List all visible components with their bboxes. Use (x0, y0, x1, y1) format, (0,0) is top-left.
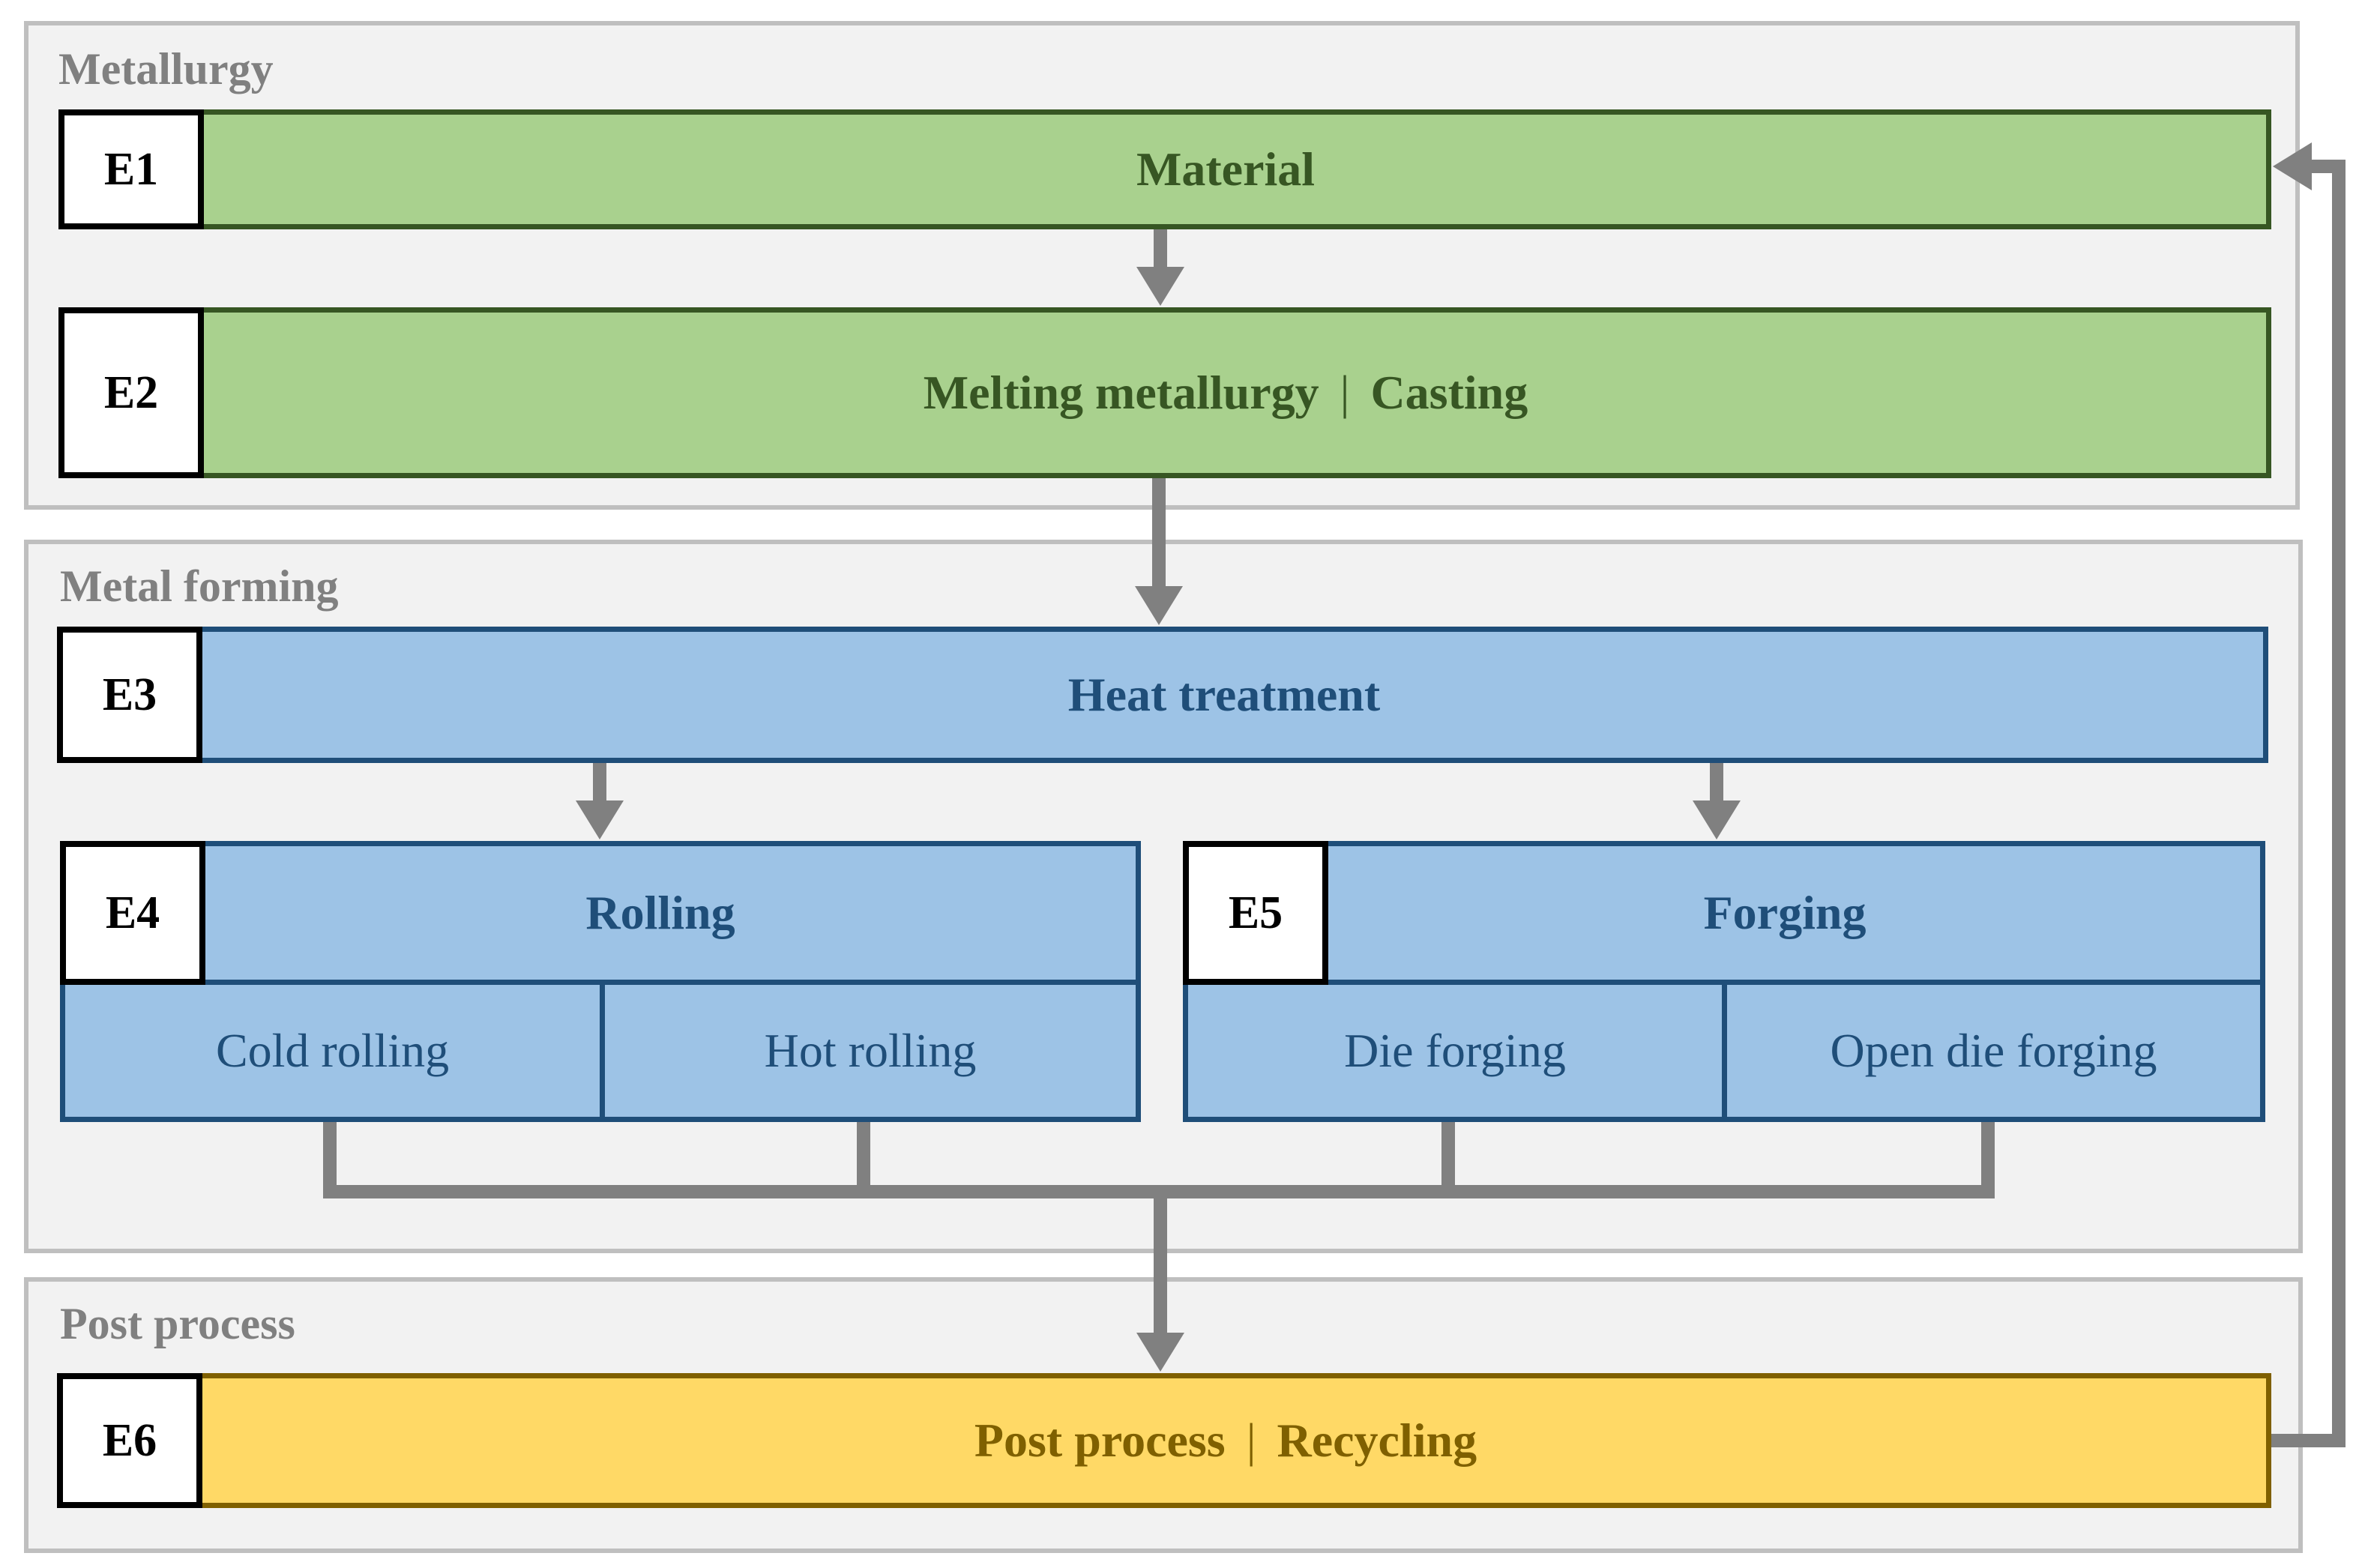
step-melting-casting: Melting metallurgy | Casting (180, 307, 2271, 478)
step-tag-e5: E5 (1183, 841, 1328, 985)
substep-hot-rolling: Hot rolling (600, 980, 1141, 1122)
step-tag-e1: E1 (58, 109, 204, 229)
step-rolling: Rolling (180, 841, 1141, 985)
group-label-metallurgy: Metallurgy (58, 44, 274, 94)
step-label-forging: Forging (1703, 886, 1867, 939)
substep-die-forging: Die forging (1183, 980, 1727, 1122)
step-label-material: Material (1136, 142, 1316, 196)
group-label-post-process: Post process (60, 1299, 295, 1348)
step-label-casting: Casting (1370, 366, 1528, 419)
group-label-metal-forming: Metal forming (60, 561, 339, 611)
substep-label-hot-rolling: Hot rolling (764, 1024, 977, 1077)
separator: | (1340, 366, 1350, 419)
step-heat-treatment: Heat treatment (180, 627, 2268, 763)
substep-label-open-die-forging: Open die forging (1830, 1024, 2157, 1077)
step-tag-e3: E3 (57, 627, 202, 763)
step-forging: Forging (1304, 841, 2265, 985)
step-label-heat-treatment: Heat treatment (1067, 668, 1381, 721)
step-tag-e4: E4 (60, 841, 205, 985)
separator: | (1246, 1414, 1256, 1467)
step-tag-e2: E2 (58, 307, 204, 478)
step-label-post-process: Post process (974, 1414, 1226, 1467)
substep-open-die-forging: Open die forging (1722, 980, 2265, 1122)
substep-label-die-forging: Die forging (1344, 1024, 1566, 1077)
substep-cold-rolling: Cold rolling (60, 980, 605, 1122)
step-label-recycling: Recycling (1277, 1414, 1477, 1467)
step-label-melting: Melting metallurgy (923, 366, 1319, 419)
step-post-process-recycling: Post process | Recycling (180, 1373, 2271, 1508)
substep-label-cold-rolling: Cold rolling (215, 1024, 450, 1077)
step-material: Material (180, 109, 2271, 229)
step-tag-e6: E6 (57, 1373, 202, 1508)
step-label-rolling: Rolling (585, 886, 735, 939)
